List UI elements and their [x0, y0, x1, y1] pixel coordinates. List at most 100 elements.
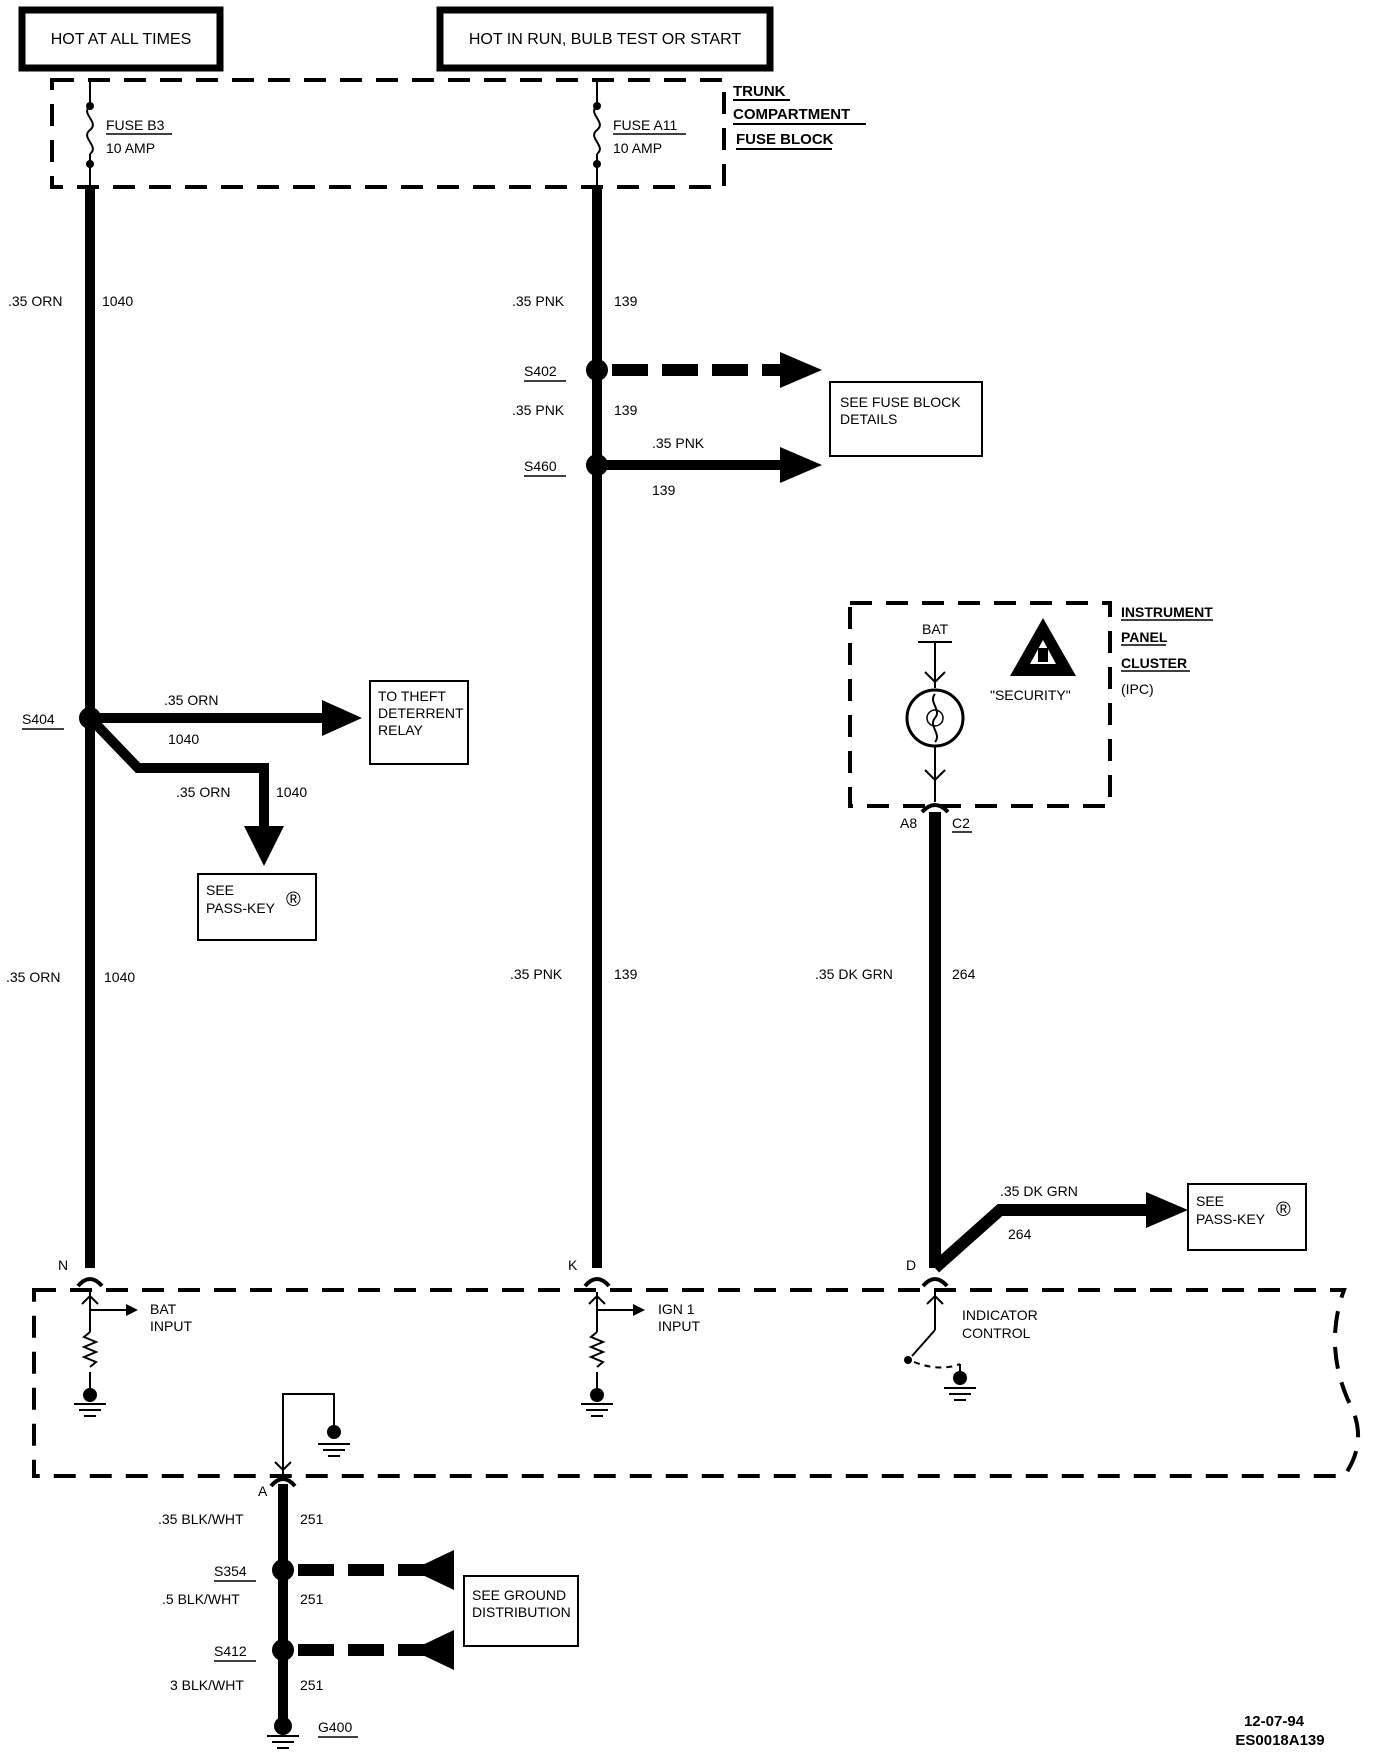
splice-s460-label: S460	[524, 458, 557, 474]
splice-s412-label: S412	[214, 1643, 247, 1659]
header-hot-at-all-times: HOT AT ALL TIMES	[18, 6, 224, 72]
branch-s460-gauge: .35 PNK	[652, 435, 705, 451]
wire-dkgrn-circuit: 264	[952, 966, 976, 982]
fuse-b3: FUSE B3 10 AMP	[86, 80, 172, 190]
wire-orn-gauge-top: .35 ORN	[8, 293, 62, 309]
footer-date: 12-07-94	[1244, 1713, 1305, 1730]
wire-pnk-circuit-2: 139	[614, 402, 638, 418]
fuse-a11: FUSE A11 10 AMP	[593, 80, 686, 190]
ipc-bat-label: BAT	[922, 621, 949, 637]
header-hot-in-run-text: HOT IN RUN, BULB TEST OR START	[469, 31, 742, 48]
theft-text-3: RELAY	[378, 722, 424, 738]
passkey-right-reg: ®	[1276, 1199, 1291, 1221]
wire-blkwht-251: .35 BLK/WHT 251 .5 BLK/WHT 251 3 BLK/WHT…	[158, 1484, 324, 1720]
fuse-b3-name: FUSE B3	[106, 117, 165, 133]
wire-blkwht-circuit-3: 251	[300, 1677, 324, 1693]
pin-k-label: K	[568, 1257, 578, 1273]
branch-theft-gauge: .35 ORN	[164, 692, 218, 708]
ipc-conn-c2: C2	[952, 815, 970, 831]
wire-dkgrn-gauge: .35 DK GRN	[815, 966, 893, 982]
pin-n-label: N	[58, 1257, 68, 1273]
module-pin-n: N BAT INPUT	[58, 1257, 192, 1417]
wire-blkwht-circuit-1: 251	[300, 1511, 324, 1527]
ground-dist-text-1: SEE GROUND	[472, 1587, 566, 1603]
passkey-right-see: SEE	[1196, 1193, 1224, 1209]
passkey-left-see: SEE	[206, 882, 234, 898]
wire-blkwht-gauge-3: 3 BLK/WHT	[170, 1677, 244, 1693]
wire-pnk-gauge-3: .35 PNK	[510, 966, 563, 982]
pass-key-box-right: SEE PASS-KEY ®	[1187, 1183, 1307, 1251]
fuse-a11-rating: 10 AMP	[613, 140, 662, 156]
esd-warning-icon	[1010, 618, 1076, 676]
branch-theft-circuit: 1040	[168, 731, 199, 747]
splice-s354-label: S354	[214, 1563, 247, 1579]
ipc-pin-a8: A8	[900, 815, 917, 831]
pin-d-label: D	[906, 1257, 916, 1273]
module-pin-d: D INDICATOR CONTROL	[904, 1257, 1038, 1401]
fuse-details-text-2: DETAILS	[840, 411, 897, 427]
theft-text-2: DETERRENT	[378, 705, 464, 721]
branch-s460-circuit: 139	[652, 482, 676, 498]
passkey-right-name: PASS-KEY	[1196, 1211, 1266, 1227]
splice-s402: S402	[524, 352, 822, 388]
splice-s354: S354	[214, 1550, 454, 1590]
ground-dist-text-2: DISTRIBUTION	[472, 1604, 571, 1620]
header-hot-at-all-times-text: HOT AT ALL TIMES	[51, 31, 192, 48]
fuse-block-label-2: COMPARTMENT	[733, 106, 850, 123]
footer-code: ES0018A139	[1235, 1732, 1324, 1749]
ipc-label-4: (IPC)	[1121, 681, 1154, 697]
passkey-left-name: PASS-KEY	[206, 900, 276, 916]
branch-dkgrn-gauge: .35 DK GRN	[1000, 1183, 1078, 1199]
wire-dkgrn-264: .35 DK GRN 264 .35 DK GRN 264	[815, 812, 1188, 1273]
wire-blkwht-gauge-2: .5 BLK/WHT	[162, 1591, 240, 1607]
indicator-control-label-1: INDICATOR	[962, 1307, 1038, 1323]
ground-g400-label: G400	[318, 1719, 352, 1735]
wire-pnk-139: .35 PNK 139 .35 PNK 139 .35 PNK 139	[510, 187, 638, 1268]
ipc-box: INSTRUMENT PANEL CLUSTER (IPC) BAT "SECU…	[848, 601, 1213, 833]
module-pin-a-internal: A	[258, 1393, 350, 1499]
wire-orn-circuit-top: 1040	[102, 293, 133, 309]
ipc-label-2: PANEL	[1121, 629, 1168, 645]
wire-pnk-gauge-1: .35 PNK	[512, 293, 565, 309]
bat-input-label-2: INPUT	[150, 1318, 192, 1334]
branch-dkgrn-circuit: 264	[1008, 1226, 1032, 1242]
ign-input-label-1: IGN 1	[658, 1301, 695, 1317]
bat-input-label-1: BAT	[150, 1301, 177, 1317]
wire-orn-circuit-bottom: 1040	[104, 969, 135, 985]
wire-orn-gauge-bottom: .35 ORN	[6, 969, 60, 985]
ground-distribution-box: SEE GROUND DISTRIBUTION	[463, 1575, 579, 1647]
pin-a-label: A	[258, 1483, 268, 1499]
wire-orn-1040: .35 ORN 1040 .35 ORN 1040	[6, 187, 135, 1268]
ipc-label-1: INSTRUMENT	[1121, 604, 1213, 620]
branch-passkey-circuit: 1040	[276, 784, 307, 800]
fuse-block-details-box: SEE FUSE BLOCK DETAILS	[829, 381, 983, 457]
fuse-b3-rating: 10 AMP	[106, 140, 155, 156]
theft-text-1: TO THEFT	[378, 688, 446, 704]
wire-blkwht-gauge-1: .35 BLK/WHT	[158, 1511, 244, 1527]
wire-blkwht-circuit-2: 251	[300, 1591, 324, 1607]
module-box	[32, 1288, 1360, 1478]
splice-s404: S404 .35 ORN 1040 .35 ORN 1040	[22, 692, 362, 866]
fuse-details-text-1: SEE FUSE BLOCK	[840, 394, 961, 410]
branch-passkey-gauge: .35 ORN	[176, 784, 230, 800]
header-hot-in-run: HOT IN RUN, BULB TEST OR START	[436, 6, 774, 72]
fuse-block: TRUNK COMPARTMENT FUSE BLOCK	[50, 78, 866, 189]
indicator-control-label-2: CONTROL	[962, 1325, 1031, 1341]
splice-s412: S412	[214, 1630, 454, 1670]
ipc-label-3: CLUSTER	[1121, 655, 1187, 671]
splice-s402-label: S402	[524, 363, 557, 379]
splice-s404-label: S404	[22, 711, 55, 727]
wire-pnk-gauge-2: .35 PNK	[512, 402, 565, 418]
module-pin-k: K IGN 1 INPUT	[568, 1257, 700, 1417]
theft-deterrent-relay-box: TO THEFT DETERRENT RELAY	[369, 680, 469, 765]
wire-pnk-circuit-1: 139	[614, 293, 638, 309]
wire-pnk-circuit-3: 139	[614, 966, 638, 982]
fuse-a11-name: FUSE A11	[613, 117, 678, 133]
passkey-left-reg: ®	[286, 889, 301, 911]
ign-input-label-2: INPUT	[658, 1318, 700, 1334]
ground-g400: G400	[267, 1717, 358, 1749]
pass-key-box-left: SEE PASS-KEY ®	[197, 873, 317, 941]
ipc-security-label: "SECURITY"	[990, 687, 1071, 703]
fuse-block-label-1: TRUNK	[733, 83, 786, 100]
